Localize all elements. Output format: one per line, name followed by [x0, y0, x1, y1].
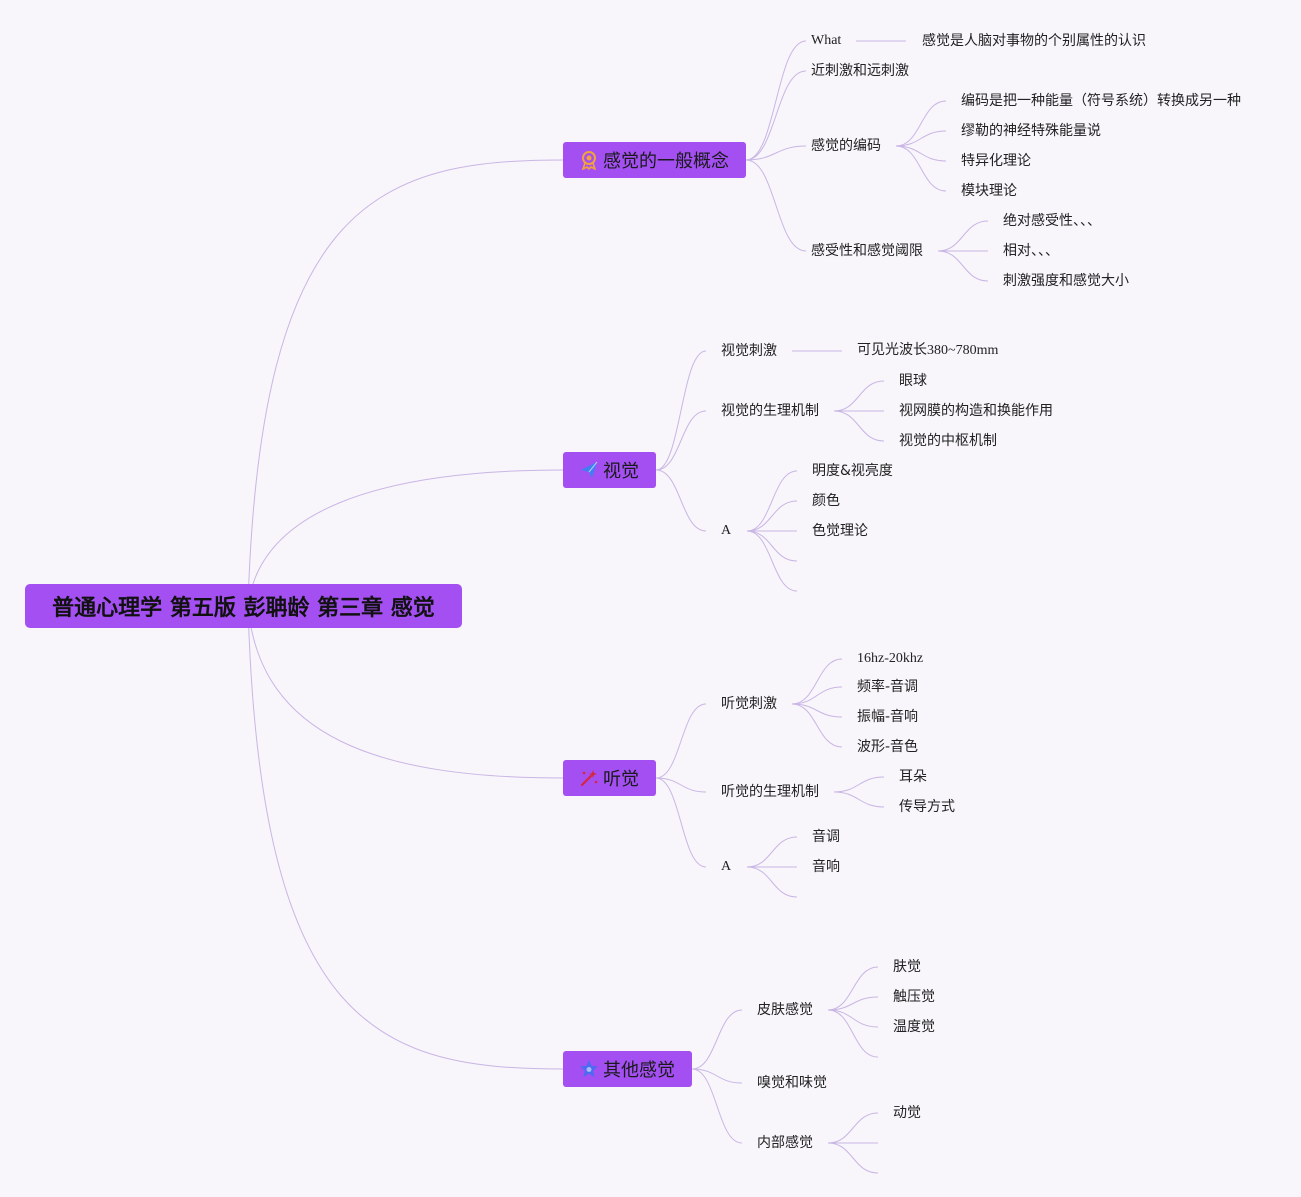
- subtopic-eyeball[interactable]: 眼球: [899, 373, 927, 389]
- subtopic-brightness[interactable]: 明度&视亮度: [812, 463, 893, 479]
- topic-threshold[interactable]: 感受性和感觉阈限: [811, 243, 923, 259]
- connector: [746, 530, 798, 592]
- subtopic-retina[interactable]: 视网膜的构造和换能作用: [899, 403, 1053, 419]
- topic-a-vision[interactable]: A: [721, 523, 732, 538]
- connector: [746, 866, 798, 898]
- connector: [745, 40, 807, 161]
- connector: [655, 410, 707, 471]
- connector: [655, 350, 707, 471]
- connector: [691, 1068, 743, 1144]
- connector: [746, 530, 798, 562]
- branch-label: 感觉的一般概念: [603, 151, 729, 172]
- connector: [833, 380, 885, 412]
- subtopic-color-theory[interactable]: 色觉理论: [812, 523, 868, 539]
- connector: [746, 500, 798, 532]
- subtopic-kinesthetic[interactable]: 动觉: [893, 1105, 921, 1121]
- connector: [833, 410, 885, 442]
- connector: [655, 469, 707, 532]
- subtopic-intensity-magnitude[interactable]: 刺激强度和感觉大小: [1003, 273, 1129, 289]
- subtopic-coding-definition[interactable]: 编码是把一种能量（符号系统）转换成另一种: [961, 93, 1241, 109]
- root-topic[interactable]: 普通心理学 第五版 彭聃龄 第三章 感觉: [25, 584, 462, 628]
- branch-label: 听觉: [603, 769, 639, 790]
- connector: [833, 791, 885, 808]
- topic-coding[interactable]: 感觉的编码: [811, 138, 881, 154]
- connector: [827, 966, 879, 1011]
- connector: [746, 836, 798, 868]
- connector: [827, 1009, 879, 1028]
- topic-visual-mechanism[interactable]: 视觉的生理机制: [721, 403, 819, 419]
- connector: [655, 703, 707, 779]
- topic-auditory-mechanism[interactable]: 听觉的生理机制: [721, 784, 819, 800]
- connector: [827, 1009, 879, 1058]
- connector: [937, 220, 989, 252]
- connector: [247, 605, 564, 1070]
- award-medal-icon: [579, 150, 599, 170]
- branch-hearing[interactable]: 听觉: [563, 760, 656, 796]
- connector: [791, 703, 843, 748]
- connector: [745, 159, 807, 252]
- connector: [827, 1112, 879, 1144]
- connector: [745, 145, 807, 161]
- connector: [746, 470, 798, 532]
- connector: [895, 145, 947, 192]
- subtopic-waveform-timbre[interactable]: 波形-音色: [857, 739, 919, 755]
- topic-visual-stimulus[interactable]: 视觉刺激: [721, 343, 777, 359]
- connector: [827, 996, 879, 1011]
- connector: [655, 777, 707, 868]
- subtopic-pitch[interactable]: 音调: [812, 829, 840, 845]
- star-badge-icon: [579, 1059, 599, 1079]
- topic-auditory-stimulus[interactable]: 听觉刺激: [721, 696, 777, 712]
- connector: [895, 100, 947, 147]
- subtopic-temperature[interactable]: 温度觉: [893, 1019, 935, 1035]
- subtopic-ear[interactable]: 耳朵: [899, 769, 927, 785]
- subtopic-cutaneous[interactable]: 肤觉: [893, 959, 921, 975]
- connector: [247, 159, 564, 607]
- connector: [833, 776, 885, 793]
- paper-plane-icon: [579, 460, 599, 480]
- connector: [691, 1009, 743, 1070]
- subtopic-module-theory[interactable]: 模块理论: [961, 183, 1017, 199]
- connector: [745, 70, 807, 161]
- subtopic-color[interactable]: 颜色: [812, 493, 840, 509]
- subtopic-visible-wavelength[interactable]: 可见光波长380~780mm: [857, 343, 999, 358]
- subtopic-specificity-theory[interactable]: 特异化理论: [961, 153, 1031, 169]
- branch-label: 其他感觉: [603, 1060, 675, 1081]
- subtopic-amplitude-loudness[interactable]: 振幅-音响: [857, 709, 919, 725]
- connector: [895, 145, 947, 162]
- subtopic-relative[interactable]: 相对、、、: [1003, 243, 1059, 259]
- subtopic-conduction[interactable]: 传导方式: [899, 799, 955, 815]
- connector: [791, 686, 843, 705]
- subtopic-visual-central[interactable]: 视觉的中枢机制: [899, 433, 997, 449]
- branch-general-concept[interactable]: 感觉的一般概念: [563, 142, 746, 178]
- connector: [247, 605, 564, 779]
- connector: [655, 777, 707, 793]
- topic-smell-taste[interactable]: 嗅觉和味觉: [757, 1075, 827, 1091]
- subtopic-loudness[interactable]: 音响: [812, 859, 840, 875]
- topic-internal-sense[interactable]: 内部感觉: [757, 1135, 813, 1151]
- connector: [691, 1068, 743, 1084]
- magic-wand-icon: [579, 768, 599, 788]
- subtopic-frequency-range[interactable]: 16hz-20khz: [857, 651, 924, 666]
- topic-proximal-distal[interactable]: 近刺激和远刺激: [811, 63, 909, 79]
- subtopic-muller-theory[interactable]: 缪勒的神经特殊能量说: [961, 123, 1101, 139]
- connector: [937, 250, 989, 282]
- connector: [791, 658, 843, 705]
- connector: [895, 130, 947, 147]
- topic-what[interactable]: What: [811, 33, 842, 48]
- connector: [247, 469, 564, 607]
- connector: [827, 1142, 879, 1174]
- subtopic-touch-pressure[interactable]: 触压觉: [893, 989, 935, 1005]
- branch-label: 视觉: [603, 461, 639, 482]
- subtopic-frequency-pitch[interactable]: 频率-音调: [857, 679, 919, 695]
- branch-other-senses[interactable]: 其他感觉: [563, 1051, 692, 1087]
- subtopic-definition[interactable]: 感觉是人脑对事物的个别属性的认识: [922, 33, 1146, 49]
- topic-skin-sense[interactable]: 皮肤感觉: [757, 1002, 813, 1018]
- branch-vision[interactable]: 视觉: [563, 452, 656, 488]
- subtopic-absolute-sensitivity[interactable]: 绝对感受性、、、: [1003, 213, 1101, 229]
- topic-a-hearing[interactable]: A: [721, 859, 732, 874]
